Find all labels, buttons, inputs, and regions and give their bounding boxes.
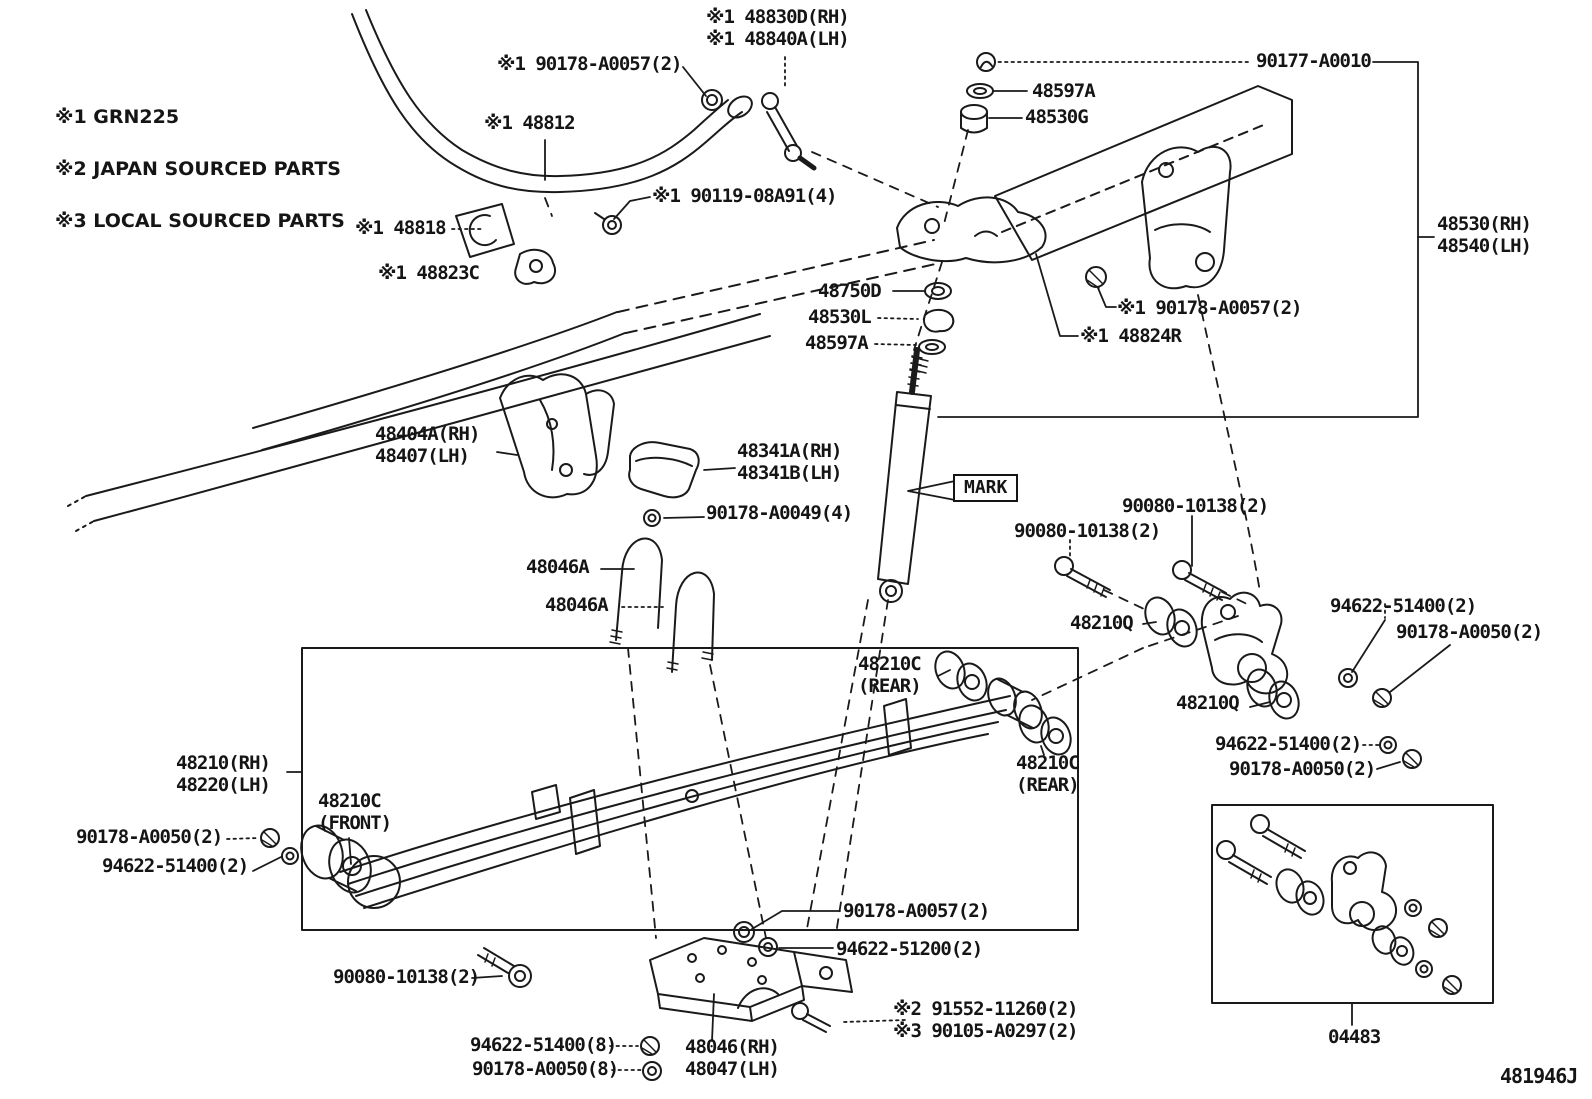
- callout-48530-48540: 48530(RH) 48540(LH): [1437, 213, 1532, 257]
- spring-bumper-drawing: [629, 442, 699, 497]
- callout-94622-51200: 94622-51200(2): [836, 938, 983, 960]
- callout-48341a-48341b: 48341A(RH) 48341B(LH): [737, 440, 842, 484]
- callout-48210c-front: 48210C (FRONT): [318, 790, 392, 834]
- callout-90178-a0057-mid: ※1 90178-A0057(2): [1117, 297, 1302, 319]
- spring-seat-bracket-drawing: [897, 197, 1046, 262]
- rear-hanger-bracket-drawing: [1142, 147, 1231, 288]
- stabilizer-bar-drawing: [352, 10, 814, 192]
- bottom-hardware-drawing: [478, 922, 777, 1080]
- callout-48597a-mid: 48597A: [805, 332, 869, 354]
- callout-48530l: 48530L: [808, 306, 872, 328]
- callout-90178-a0057-top: ※1 90178-A0057(2): [497, 53, 682, 75]
- callout-48530g: 48530G: [1025, 106, 1089, 128]
- stabilizer-bushing-drawing: [456, 204, 514, 257]
- callout-04483: 04483: [1328, 1026, 1381, 1048]
- legend-item-1: ※1 GRN225: [55, 106, 180, 128]
- callout-48210c-rear-1: 48210C (REAR): [858, 653, 922, 697]
- callout-90178-a0049: 90178-A0049(4): [706, 502, 853, 524]
- callout-90178-a0050-b: 90178-A0050(2): [1229, 758, 1376, 780]
- bottom-bracket-drawing: [650, 938, 852, 1032]
- callout-94622-51400-l: 94622-51400(2): [102, 855, 249, 877]
- callout-90080-10138-c: 90080-10138(2): [333, 966, 480, 988]
- legend: ※1 GRN225 ※2 JAPAN SOURCED PARTS ※3 LOCA…: [55, 78, 345, 260]
- shackle-kit-box-drawing: [1212, 805, 1493, 1003]
- callout-48046-48047: 48046(RH) 48047(LH): [685, 1036, 780, 1080]
- callout-48812: ※1 48812: [484, 112, 576, 134]
- callout-48823c: ※1 48823C: [378, 262, 480, 284]
- leader-lines: [253, 62, 1450, 1041]
- mark-label-box: MARK: [953, 474, 1019, 502]
- shackle-bolts-drawing: [1055, 557, 1226, 600]
- frame-crossmember-drawing: [995, 86, 1292, 260]
- callout-90178-a0050-8: 90178-A0050(8): [472, 1058, 619, 1080]
- callout-48210-48220: 48210(RH) 48220(LH): [176, 752, 271, 796]
- callout-48210c-rear-2: 48210C (REAR): [1016, 752, 1080, 796]
- u-bolts-drawing: [610, 538, 714, 672]
- shock-absorber-drawing: [878, 350, 931, 602]
- callout-94622-51400-b: 94622-51400(2): [1215, 733, 1362, 755]
- drawing-code: 481946J: [1500, 1064, 1578, 1088]
- front-hanger-drawing: [500, 374, 614, 497]
- callout-90119-08a91: ※1 90119-08A91(4): [652, 185, 837, 207]
- stabilizer-bracket-drawing: [515, 250, 555, 284]
- top-hardware-drawing: [261, 53, 1106, 864]
- leaf-spring-box: [302, 648, 1078, 930]
- callout-94622-51400-r: 94622-51400(2): [1330, 595, 1477, 617]
- callout-48046a-1: 48046A: [526, 556, 590, 578]
- callout-90080-10138-a: 90080-10138(2): [1014, 520, 1161, 542]
- construction-lines: [545, 130, 1260, 938]
- callout-48830d-48840a: ※1 48830D(RH) ※1 48840A(LH): [706, 6, 850, 50]
- callout-48210q-upper: 48210Q: [1070, 612, 1134, 634]
- callout-90178-a0050-r: 90178-A0050(2): [1396, 621, 1543, 643]
- callout-90178-a0057-bot: 90178-A0057(2): [843, 900, 990, 922]
- callout-48404a-48407: 48404A(RH) 48407(LH): [375, 423, 480, 467]
- callout-48750d: 48750D: [818, 280, 882, 302]
- leaf-spring-drawing: [295, 647, 1076, 908]
- callout-90177-a0010: 90177-A0010: [1256, 50, 1372, 72]
- callout-48597a-top: 48597A: [1032, 80, 1096, 102]
- legend-item-3: ※3 LOCAL SOURCED PARTS: [55, 210, 345, 232]
- dotted-leader-lines: [227, 57, 1385, 1070]
- frame-rail-lines: [68, 240, 940, 531]
- callout-48824r: ※1 48824R: [1080, 325, 1182, 347]
- legend-item-2: ※2 JAPAN SOURCED PARTS: [55, 158, 341, 180]
- callout-48818: ※1 48818: [355, 217, 447, 239]
- callout-48046a-2: 48046A: [545, 594, 609, 616]
- callout-48210q-lower: 48210Q: [1176, 692, 1240, 714]
- rear-shackle-drawing: [1140, 593, 1421, 768]
- callout-94622-51400-8: 94622-51400(8): [470, 1034, 617, 1056]
- mark-arrow: [908, 481, 955, 500]
- callout-91552-90105: ※2 91552-11260(2) ※3 90105-A0297(2): [893, 998, 1078, 1042]
- callout-90080-10138-b: 90080-10138(2): [1122, 495, 1269, 517]
- callout-90178-a0050-l: 90178-A0050(2): [76, 826, 223, 848]
